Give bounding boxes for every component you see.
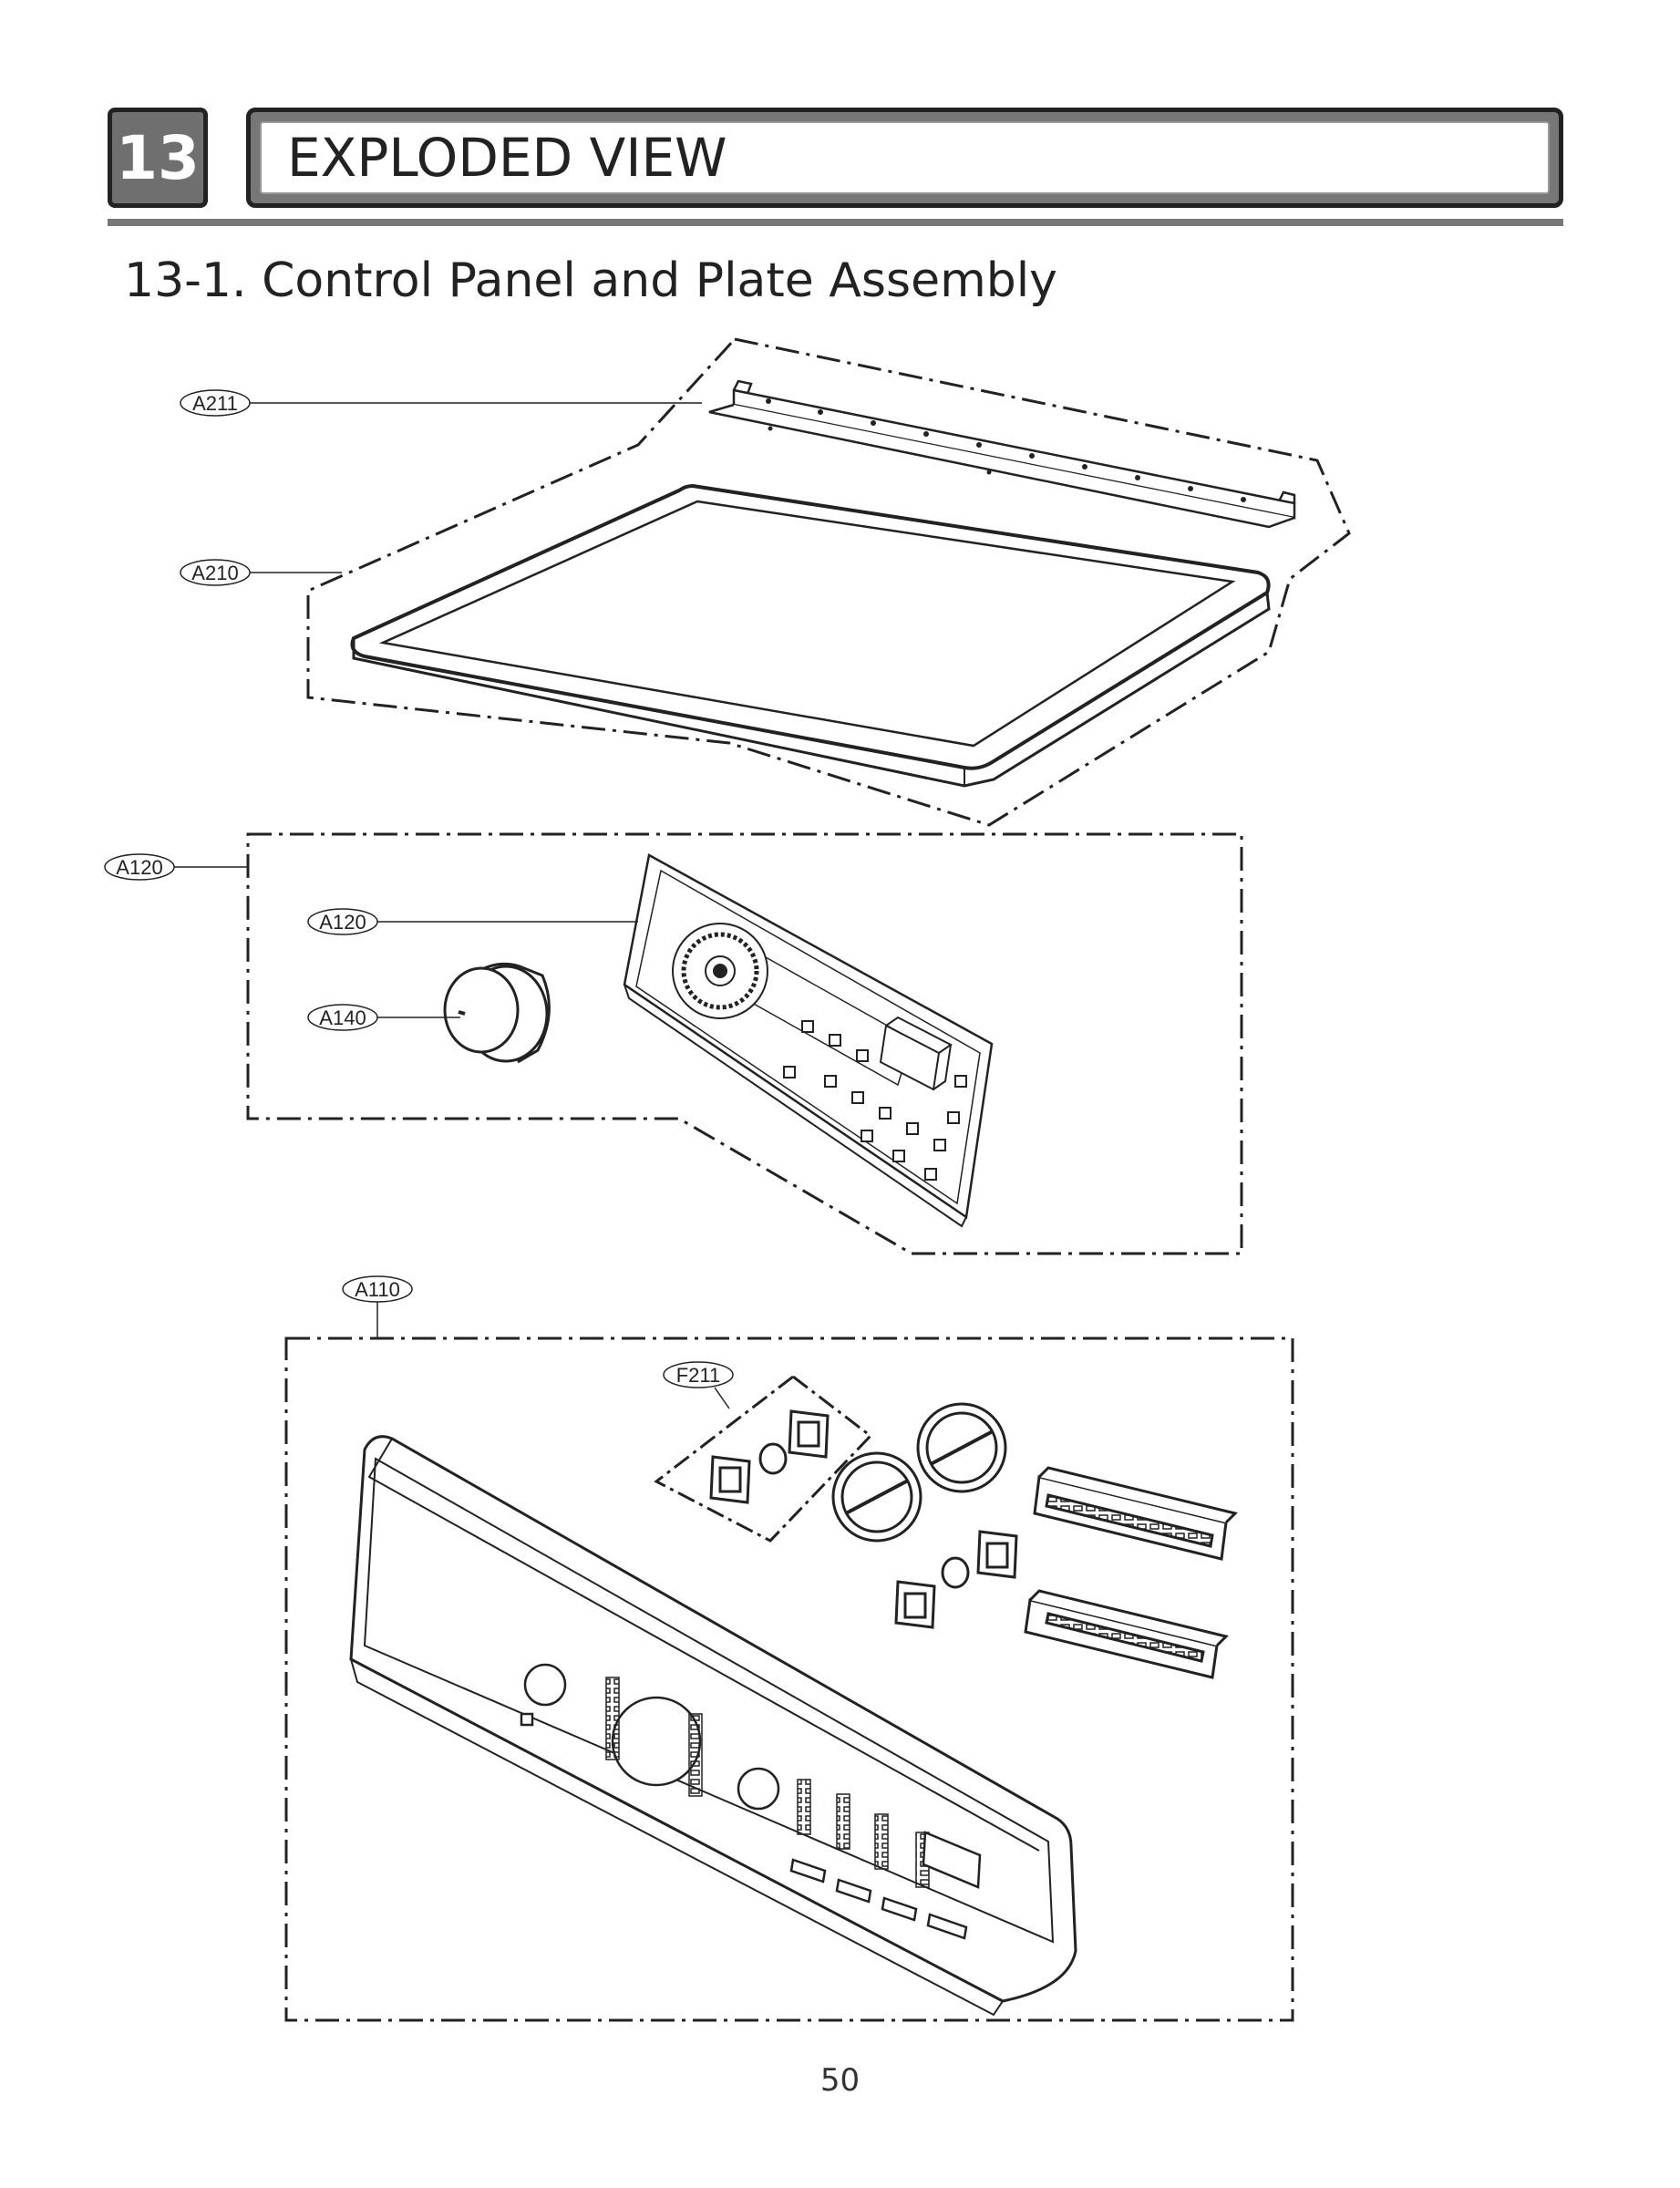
top-plate-group: [306, 337, 1351, 827]
panel-button-slots: [789, 1858, 968, 1940]
callout-a110: A110: [342, 1275, 413, 1338]
pcb-assembly-group-boundary: [246, 832, 1243, 1255]
chapter-title-box: EXPLODED VIEW: [246, 108, 1563, 208]
small-button-frame-left: [894, 1580, 936, 1629]
chapter-title: EXPLODED VIEW: [287, 127, 727, 189]
dial-ring-front: [831, 1451, 922, 1543]
callout-a120-part: A120: [307, 908, 638, 935]
control-panel-group: [284, 1337, 1294, 2022]
chapter-title-inner: EXPLODED VIEW: [260, 121, 1550, 194]
chapter-number: 13: [116, 122, 200, 193]
callout-a211: A211: [180, 389, 702, 417]
f211-button-frame-right: [788, 1409, 830, 1459]
pcb-led-components: [783, 1020, 967, 1181]
callout-a210: A210: [180, 559, 342, 586]
callout-a140: A140: [307, 1004, 460, 1031]
f211-button-cap: [758, 1442, 788, 1475]
knob-a140-part: [443, 962, 551, 1064]
callout-a120-group: A120: [104, 853, 248, 881]
page-number: 50: [819, 2062, 861, 2099]
control-panel-group-boundary: [284, 1337, 1294, 2022]
pcb-assembly-group: [246, 832, 1243, 1255]
small-button-cap: [941, 1556, 970, 1589]
control-panel-a110-part: [349, 1435, 1077, 2017]
pcb-relay-block: [879, 1016, 953, 1091]
chapter-number-badge: 13: [108, 108, 208, 208]
top-plate-a210-part: [350, 483, 1271, 788]
panel-knob-opening-small: [520, 1663, 567, 1727]
f211-subassembly: [654, 1375, 873, 1543]
f211-button-frame-left: [709, 1455, 751, 1504]
pcb-rotary-encoder: [672, 923, 768, 1019]
callout-f211: F211: [663, 1361, 734, 1409]
panel-dial-opening: [611, 1696, 702, 1787]
bracket-screw-holes: [766, 398, 1246, 502]
button-strip-lower: [1024, 1589, 1229, 1679]
callout-f211-label: F211: [676, 1364, 721, 1387]
button-strip-upper: [1033, 1466, 1238, 1561]
callout-a210-label: A210: [191, 562, 238, 584]
header-rule: [108, 219, 1563, 226]
top-plate-group-boundary: [306, 337, 1351, 827]
callout-a140-label: A140: [319, 1006, 366, 1029]
f211-subassembly-boundary: [654, 1375, 873, 1543]
callout-a110-label: A110: [355, 1278, 400, 1301]
callout-a211-label: A211: [192, 392, 238, 415]
panel-display-window: [922, 1831, 982, 1889]
section-title: 13-1. Control Panel and Plate Assembly: [124, 253, 1057, 308]
callout-a120-group-label: A120: [116, 856, 162, 879]
dial-ring-rear: [916, 1402, 1007, 1493]
callout-a120-part-label: A120: [319, 911, 366, 934]
small-button-frame-right: [976, 1530, 1018, 1579]
panel-knob-opening-right: [737, 1767, 780, 1811]
